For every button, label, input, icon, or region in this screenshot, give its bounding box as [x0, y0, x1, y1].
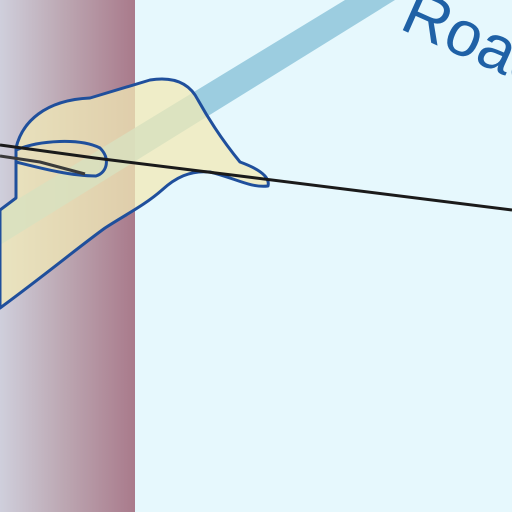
inner-loop [15, 140, 108, 178]
boundary-line [0, 143, 512, 212]
boundary-line-secondary [0, 154, 86, 176]
highlighted-area [0, 77, 270, 310]
